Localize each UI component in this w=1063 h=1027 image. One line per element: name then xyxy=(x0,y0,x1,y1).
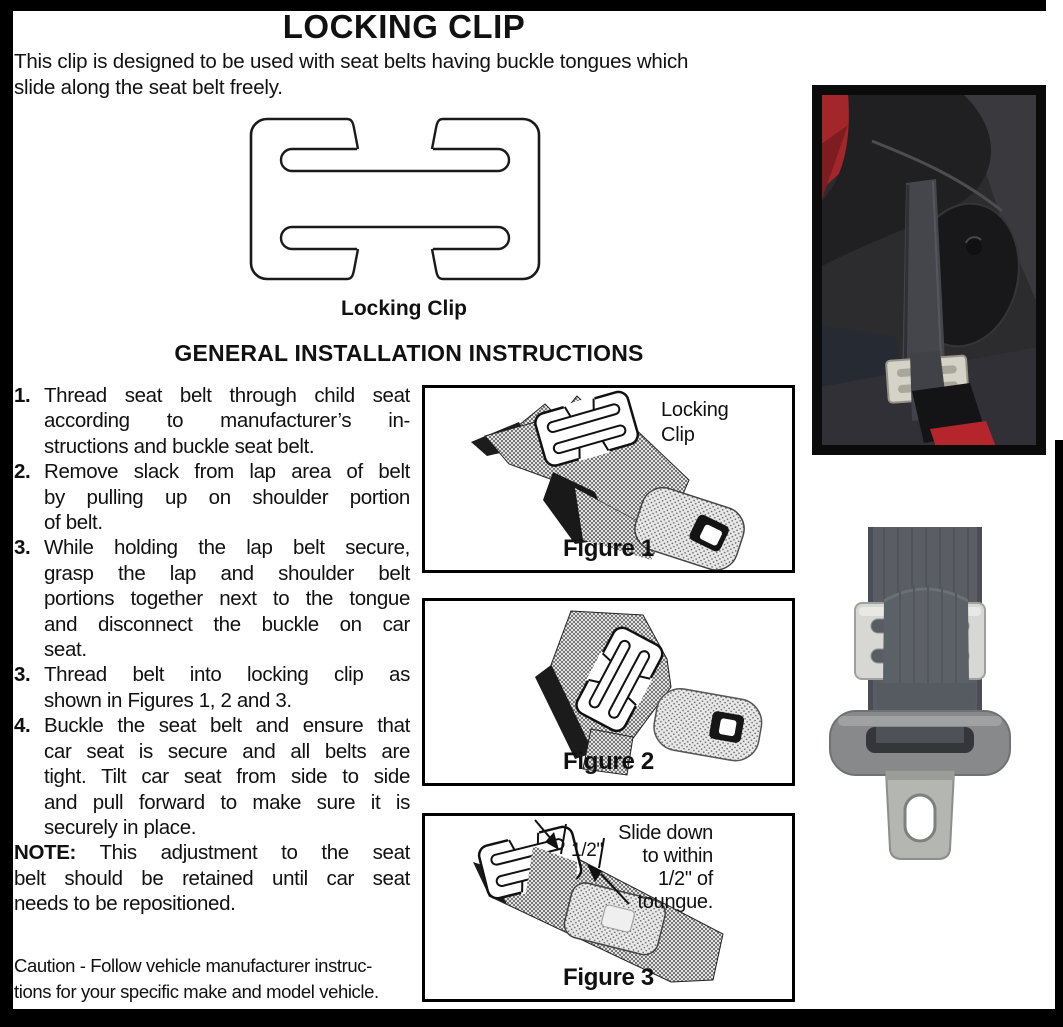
figure-2-box: Figure 2 xyxy=(422,598,795,786)
step-line: by pulling up on shoulder portion xyxy=(44,485,410,509)
step-item: 3. While holding the lap belt secure, gr… xyxy=(14,535,410,662)
step-line: shown in Figures 1, 2 and 3. xyxy=(44,688,292,712)
step-number: 1. xyxy=(14,384,31,407)
page-border-left xyxy=(0,0,13,1027)
step-line: tight. Tilt car seat from side to side xyxy=(44,765,410,789)
child-seat-photo xyxy=(812,85,1046,455)
step-line: securely in place. xyxy=(44,815,197,839)
figure-1-illustration xyxy=(471,388,745,570)
step-number: 4. xyxy=(14,714,31,738)
page-border-top xyxy=(0,0,1046,11)
step-line: Remove slack from lap area of belt xyxy=(44,460,410,484)
step-line: of belt. xyxy=(44,511,103,535)
page-title: LOCKING CLIP xyxy=(282,8,526,45)
step-number: 3. xyxy=(14,663,31,687)
clip-diagram-caption: Locking Clip xyxy=(341,297,467,320)
note-line: NOTE: This adjustment to the seat xyxy=(14,841,410,865)
step-item: 1. Thread seat belt through child seat a… xyxy=(14,383,410,459)
locking-clip-diagram xyxy=(249,115,541,283)
figure-3-illustration xyxy=(473,819,724,983)
note-label: NOTE: xyxy=(14,841,77,865)
page-border-bottom xyxy=(0,1009,1063,1027)
step-line: and pull forward to make sure it is xyxy=(44,790,410,814)
step-line: Buckle the seat belt and ensure that xyxy=(44,714,410,738)
note: NOTE: This adjustment to the seat belt s… xyxy=(14,840,410,916)
step-line: Thread belt into locking clip as xyxy=(44,663,410,687)
intro-text: This clip is designed to be used with se… xyxy=(14,49,792,100)
step-line: grasp the lap and shoulder belt xyxy=(44,561,410,585)
step-line: portions together next to the tongue xyxy=(44,587,410,611)
figure3-annotation: Slide down to within 1/2" of toungue. xyxy=(618,822,713,913)
step-line: and disconnect the buckle on car xyxy=(44,612,410,636)
figure1-locking-clip-label: Locking Clip xyxy=(661,399,729,446)
section-heading: GENERAL INSTALLATION INSTRUCTIONS xyxy=(174,340,644,366)
intro-line: slide along the seat belt freely. xyxy=(14,75,283,99)
figure-caption: Figure 1 xyxy=(563,535,654,562)
step-number: 2. xyxy=(14,460,31,484)
step-line: While holding the lap belt secure, xyxy=(44,536,410,560)
figure-2-illustration xyxy=(535,610,763,776)
step-item: 3. Thread belt into locking clip as show… xyxy=(14,662,410,713)
intro-line: This clip is designed to be used with se… xyxy=(14,50,689,73)
step-item: 2. Remove slack from lap area of belt by… xyxy=(14,459,410,535)
step-line: structions and buckle seat belt. xyxy=(44,434,315,458)
buckle-photo xyxy=(829,527,1011,860)
page-border-right xyxy=(1055,440,1063,1027)
step-line: seat. xyxy=(44,638,87,662)
figure-1-box: Locking Clip Figure 1 xyxy=(422,385,795,573)
note-line: needs to be repositioned. xyxy=(14,892,236,916)
step-line: Thread seat belt through child seat xyxy=(44,384,410,407)
note-line: belt should be retained until car seat xyxy=(14,866,410,890)
figure-caption: Figure 2 xyxy=(563,748,654,775)
figure3-dimension-label: 1/2" xyxy=(571,840,603,861)
step-line: car seat is secure and all belts are xyxy=(44,739,410,763)
step-item: 4. Buckle the seat belt and ensure that … xyxy=(14,713,410,840)
step-number: 3. xyxy=(14,536,31,560)
caution-line: tions for your specific make and model v… xyxy=(14,980,379,1002)
caution-line: Caution - Follow vehicle manufacturer in… xyxy=(14,955,372,976)
figure-3-box: 1/2" Slide down to within 1/2" of toungu… xyxy=(422,813,795,1002)
caution-text: Caution - Follow vehicle manufacturer in… xyxy=(14,953,406,1004)
figure-caption: Figure 3 xyxy=(563,964,654,991)
installation-steps: 1. Thread seat belt through child seat a… xyxy=(14,383,410,917)
step-line: according to manufacturer’s in- xyxy=(44,409,410,433)
